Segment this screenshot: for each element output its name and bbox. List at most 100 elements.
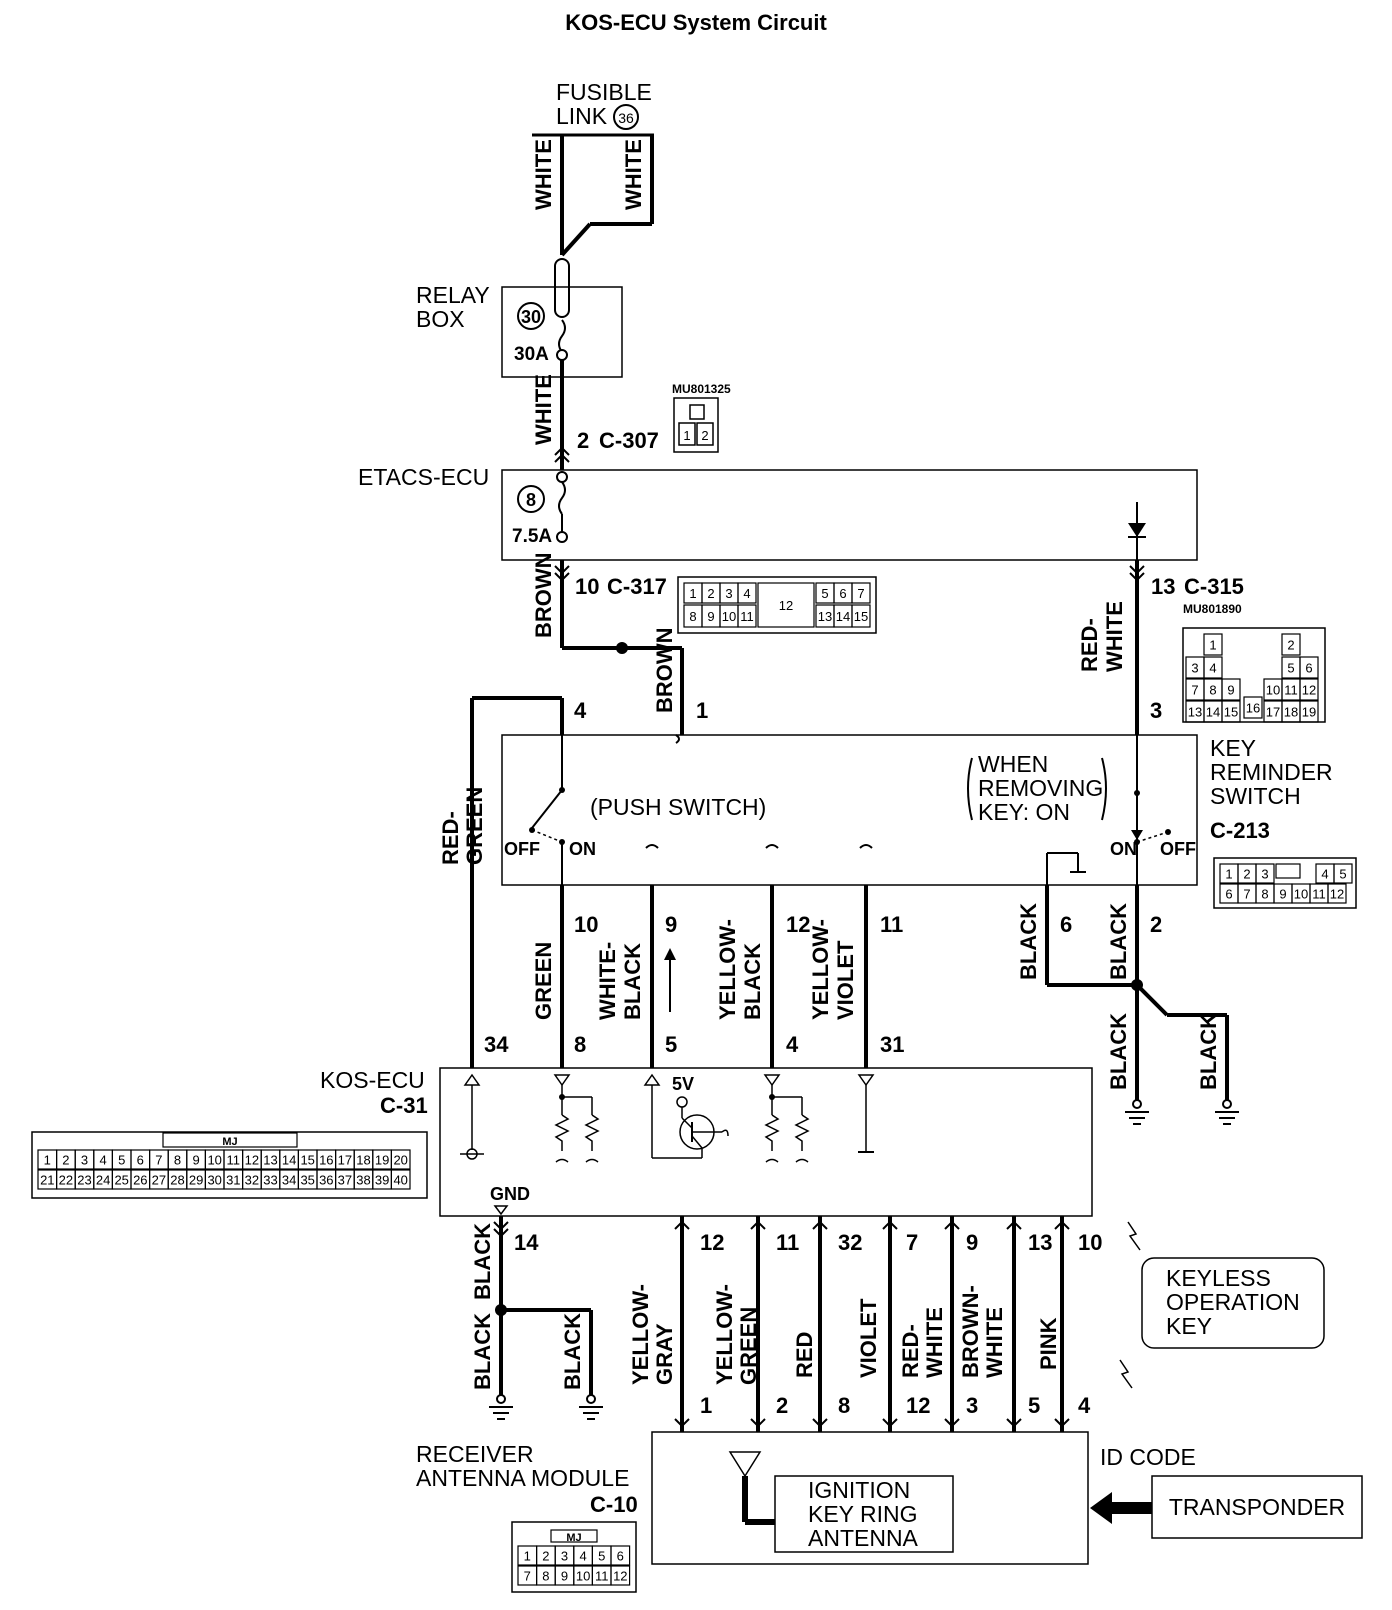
svg-text:8: 8 [574, 1032, 586, 1057]
etacs-fuse-symbol [558, 481, 566, 515]
resistor-icon [584, 1114, 600, 1151]
connector-cell-label: 4 [579, 1549, 586, 1564]
wire-label-pink: PINK [1036, 1317, 1061, 1370]
connector-cell-label: 4 [743, 586, 750, 601]
wire-label-red-green-2: GREEN [462, 787, 487, 865]
connector-cell-label: 3 [81, 1153, 88, 1168]
connector-cell [390, 1149, 411, 1170]
svg-text:2: 2 [776, 1393, 788, 1418]
connector-cell-label: 10 [722, 609, 736, 624]
svg-text:1: 1 [696, 698, 708, 723]
wire-label-white-c: WHITE [531, 374, 556, 445]
connector-cell [1299, 700, 1319, 723]
connector-cell-label: 32 [245, 1173, 259, 1188]
svg-text:BOX: BOX [416, 306, 465, 332]
svg-text:12: 12 [700, 1230, 724, 1255]
wire-label-yellow-black-2: BLACK [740, 943, 765, 1020]
connector-terminal [812, 1220, 828, 1230]
connector-cell-label: 12 [1302, 683, 1316, 698]
connector-cell-label: 36 [319, 1173, 333, 1188]
connector-terminal [882, 1418, 898, 1428]
svg-text:C-10: C-10 [590, 1492, 638, 1517]
connector-cell-label: 3 [1261, 867, 1268, 882]
connector-cell-label: 4 [99, 1153, 106, 1168]
connector-cell-label: 6 [839, 586, 846, 601]
relay-fuse-number-circle [517, 302, 545, 330]
etacs-fuse-number-circle [517, 485, 545, 513]
wire-label-black-6: BLACK [1016, 903, 1041, 980]
connector-cell-label: 15 [1224, 705, 1238, 720]
wire-label-brown-b: BROWN [652, 627, 677, 713]
svg-text:KOS-ECU: KOS-ECU [320, 1067, 425, 1093]
connector-cell-label: 37 [338, 1173, 352, 1188]
connector-cell-label: 15 [300, 1153, 314, 1168]
connector-terminal [1054, 1418, 1070, 1428]
connector-cell [1221, 700, 1241, 723]
connector-cell-label: 40 [393, 1173, 407, 1188]
connector-cell-label: 38 [356, 1173, 370, 1188]
svg-text:ANTENNA MODULE: ANTENNA MODULE [416, 1465, 629, 1491]
diagram-title: KOS-ECU System Circuit [565, 10, 827, 35]
connector-cell-label: 6 [1305, 661, 1312, 676]
connector-cell-label: 11 [227, 1153, 241, 1168]
fusible-link: FUSIBLE LINK 36 [532, 79, 654, 137]
svg-text:ON: ON [569, 839, 596, 859]
connector-terminal [674, 1220, 690, 1230]
svg-text:4: 4 [1078, 1393, 1091, 1418]
svg-text:10: 10 [574, 912, 598, 937]
antenna-icon [728, 1451, 762, 1478]
svg-text:5V: 5V [672, 1074, 694, 1094]
wire-label-red-white-1: RED- [1077, 618, 1102, 672]
id-code-label: ID CODE [1100, 1444, 1196, 1470]
kos-ecu: KOS-ECU C-31 5V [320, 1067, 1093, 1217]
wire-label-yellow-gray-2: GRAY [652, 1323, 677, 1385]
connector-cell-label: 23 [77, 1173, 91, 1188]
wire-label-white-b: WHITE [621, 139, 646, 210]
connector-terminal [882, 1220, 898, 1230]
svg-text:TRANSPONDER: TRANSPONDER [1169, 1494, 1345, 1520]
connector-cell-label: 10 [1294, 887, 1308, 902]
svg-text:MJ: MJ [566, 1532, 581, 1544]
connector-cell-label: 9 [192, 1153, 199, 1168]
connector-cell-label: 1 [1209, 638, 1216, 653]
connector-terminal [750, 1220, 766, 1230]
connector-cell-label: 39 [375, 1173, 389, 1188]
connector-cell-label: 14 [836, 609, 850, 624]
svg-text:11: 11 [776, 1230, 799, 1255]
connector-cell [1243, 696, 1263, 719]
svg-text:IGNITION: IGNITION [808, 1477, 910, 1503]
resistor-icon [794, 1114, 810, 1151]
connector-cell [737, 604, 757, 628]
wire-label-red-white-2: WHITE [1102, 601, 1127, 672]
svg-text:10: 10 [575, 574, 599, 599]
wire-label-red: RED [792, 1332, 817, 1378]
wire-label-white-a: WHITE [531, 139, 556, 210]
ground-icon [579, 1394, 603, 1420]
connector-cell [610, 1545, 631, 1566]
wire-label-black-2: BLACK [1106, 903, 1131, 980]
wire-label-yellow-gray-1: YELLOW- [628, 1284, 653, 1385]
connector-cell [1299, 678, 1319, 701]
connector-cell-label: 27 [152, 1173, 166, 1188]
svg-text:34: 34 [484, 1032, 509, 1057]
svg-text:RELAY: RELAY [416, 282, 490, 308]
connector-cell-label: 2 [62, 1153, 69, 1168]
radio-signal-icon [1127, 1221, 1141, 1251]
connector-cell-label: 10 [1266, 683, 1280, 698]
connector-cell-label: 12 [1330, 887, 1344, 902]
wire-label-brown-a: BROWN [531, 552, 556, 638]
wire-label-yellow-green-1: YELLOW- [712, 1284, 737, 1385]
svg-text:3: 3 [966, 1393, 978, 1418]
connector-terminal [812, 1418, 828, 1428]
connector-terminal [1006, 1418, 1022, 1428]
svg-text:KEY: ON: KEY: ON [978, 799, 1070, 825]
connector-cell-label: 33 [263, 1173, 277, 1188]
connector-cell-label: 12 [779, 598, 793, 613]
wire-label-violet: VIOLET [856, 1298, 881, 1378]
connector-cell-label: 5 [821, 586, 828, 601]
connector-cell-label: 10 [207, 1153, 221, 1168]
connector-cell-label: 6 [617, 1549, 624, 1564]
ground-icon [1215, 1099, 1239, 1125]
wire-label-black-r1: BLACK [470, 1313, 495, 1390]
